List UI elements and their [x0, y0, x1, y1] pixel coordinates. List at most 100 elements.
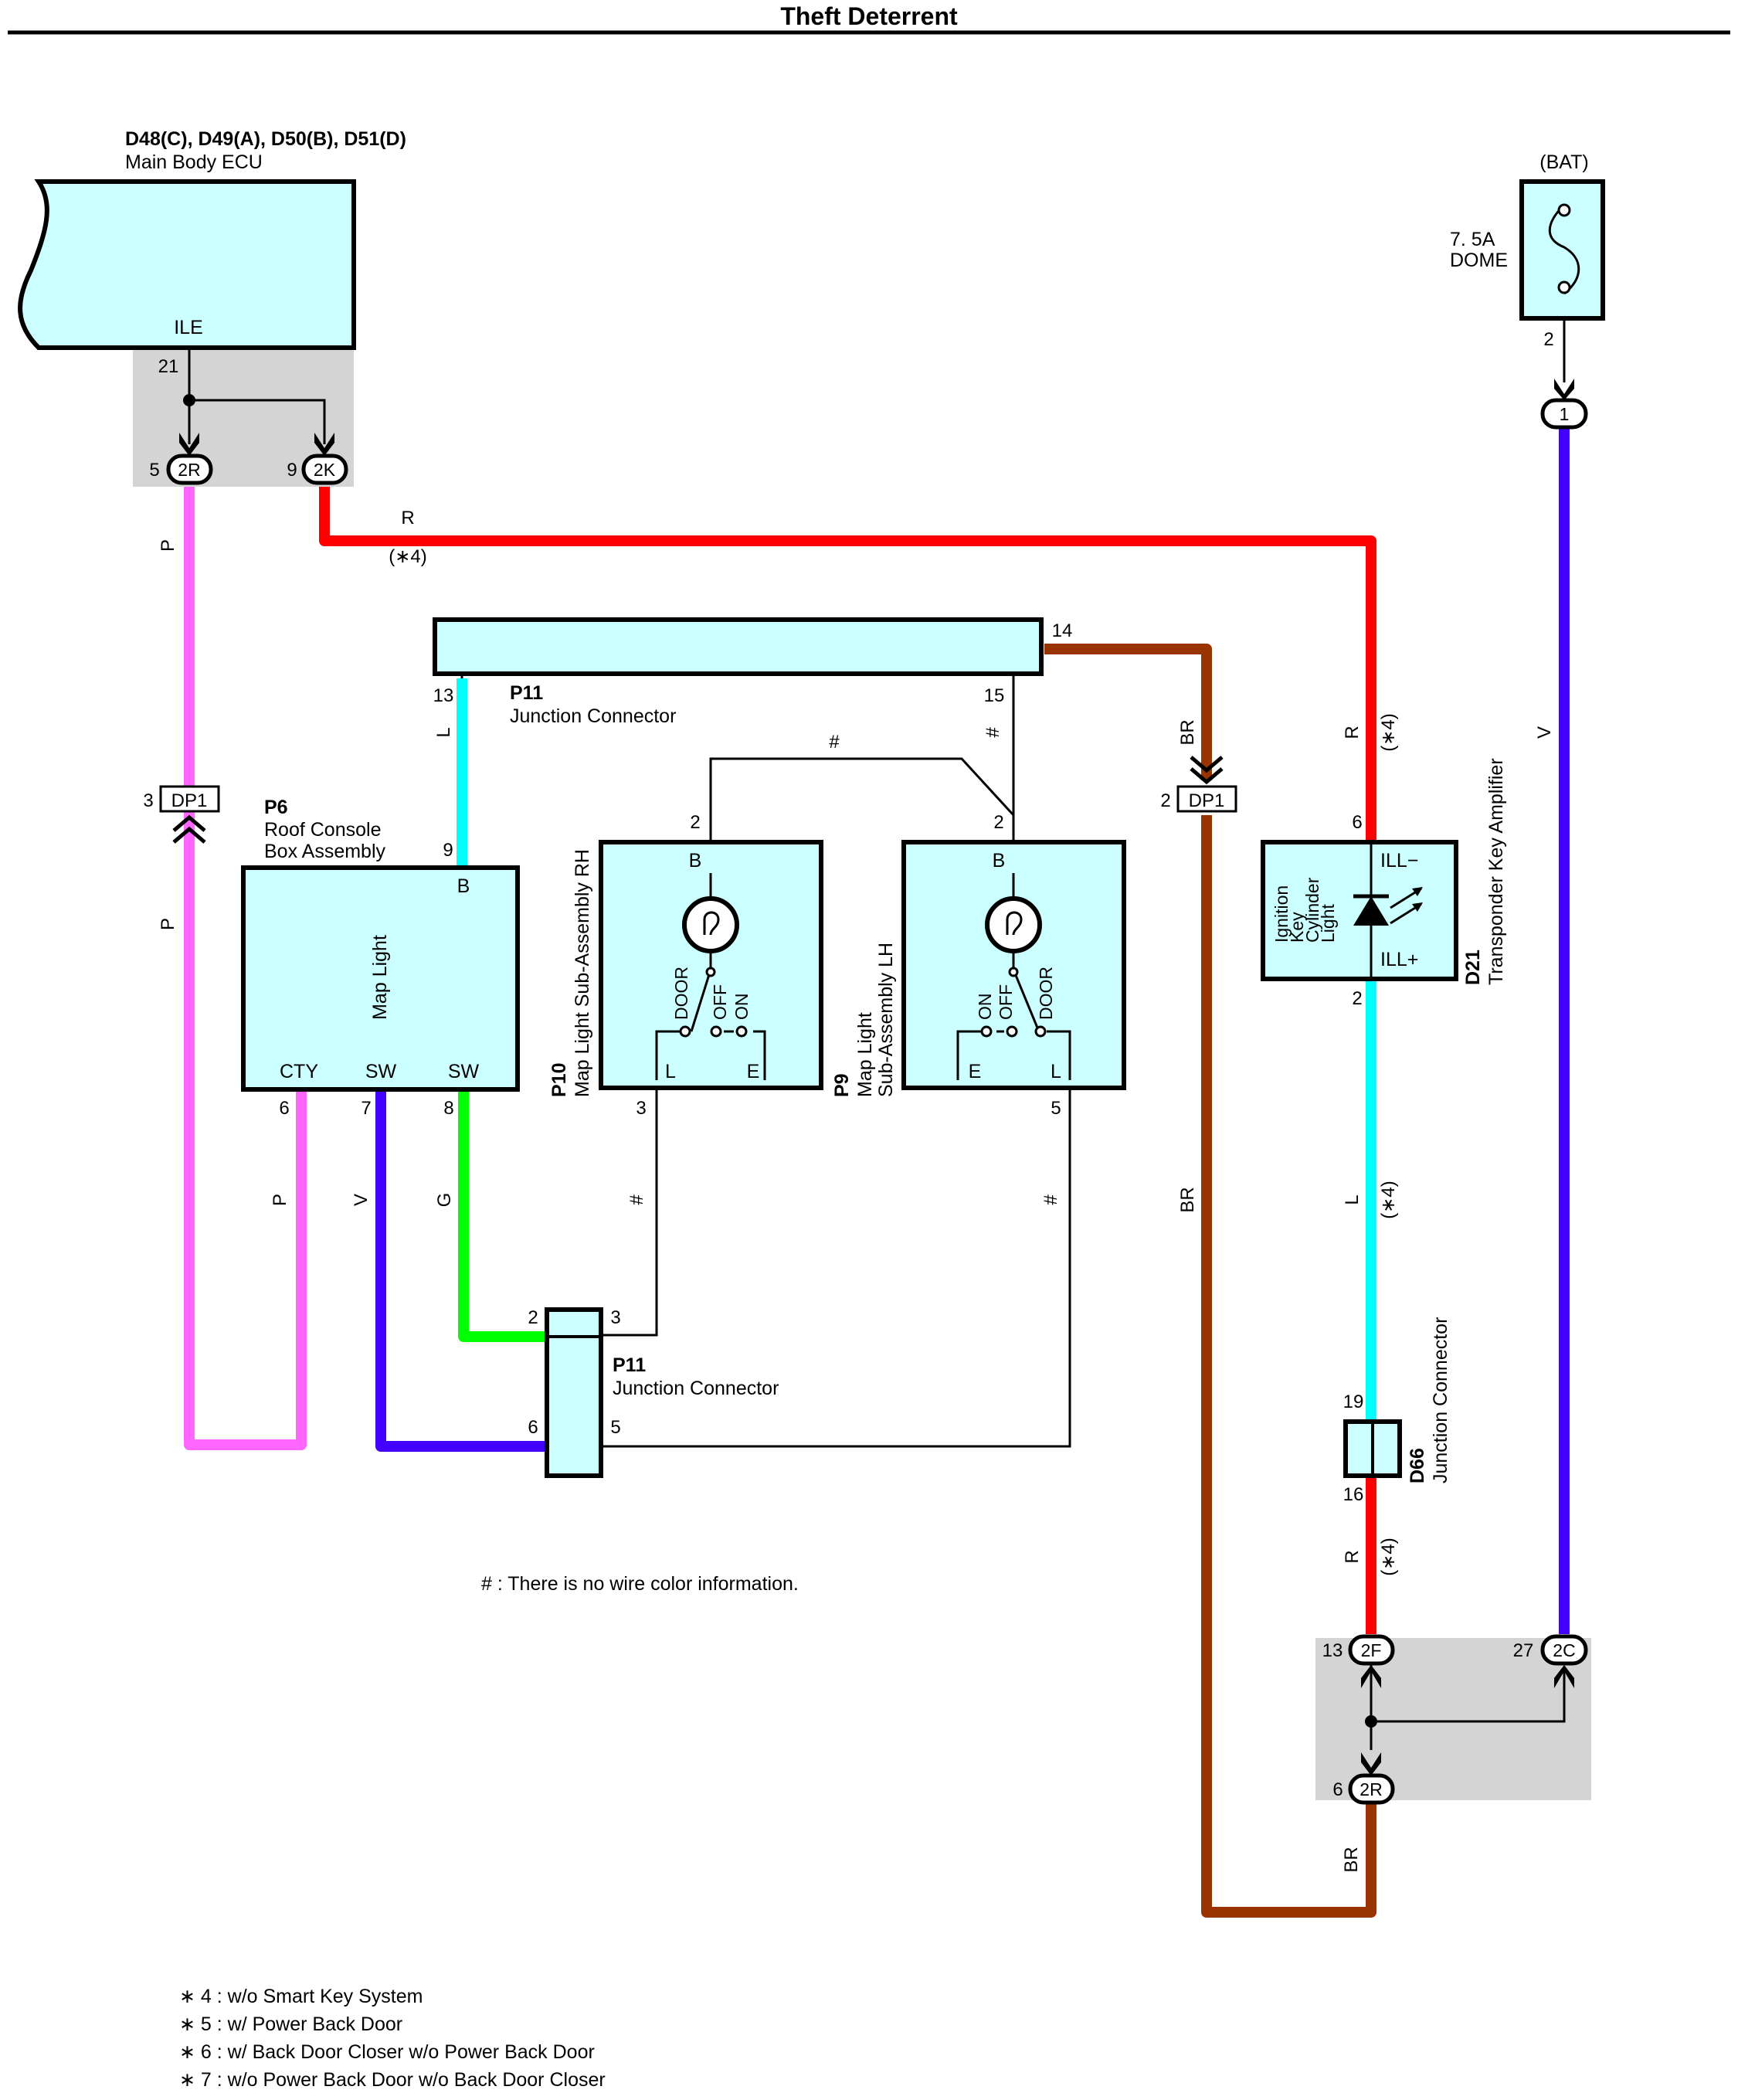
footnote-7: ∗ 7 : w/o Power Back Door w/o Back Door …	[179, 2069, 606, 2091]
c2c-arrow	[1554, 1665, 1574, 1688]
p10-name: Map Light Sub-Assembly RH	[572, 849, 593, 1097]
p10-pin-2: 2	[690, 812, 700, 833]
p11-bottom-connector	[545, 1307, 603, 1478]
p9-switch-door-label: DOOR	[1036, 967, 1056, 1020]
p10-label-e: E	[747, 1061, 760, 1082]
wire-label-g: G	[434, 1193, 455, 1208]
d66-code: D66	[1407, 1448, 1428, 1483]
p10-bulb-filament	[703, 911, 720, 936]
fuse-amp: 7. 5A	[1450, 229, 1495, 250]
p6-pin-8: 8	[443, 1098, 453, 1119]
p9-label-e: E	[969, 1061, 982, 1082]
connector-2c-pin: 27	[1513, 1640, 1534, 1661]
p11-bottom-name: Junction Connector	[613, 1378, 779, 1399]
wire-label-br: BR	[1341, 1847, 1362, 1872]
d21-inner-4: Light	[1318, 904, 1338, 943]
p9-switch-on-label: ON	[975, 994, 995, 1021]
connector-2r-top	[166, 454, 213, 485]
p10-switch-door-label: DOOR	[671, 967, 691, 1020]
p11b-pin-6: 6	[528, 1417, 538, 1438]
wire-label-hash: #	[626, 1194, 647, 1205]
c2r-bottom-arrow	[1361, 1752, 1381, 1775]
d21-inner-3: Cylinder	[1302, 877, 1322, 943]
p9-switch-pivot	[1008, 967, 1019, 977]
wire-label-p: P	[158, 918, 178, 930]
p9-pin-5: 5	[1051, 1098, 1061, 1119]
fuse-name: DOME	[1450, 250, 1508, 271]
wire-r-top	[319, 487, 1376, 840]
p6-roof-console	[241, 865, 520, 1092]
led-icon	[1353, 896, 1389, 926]
wire-note-4: (∗4)	[1378, 713, 1399, 751]
wire-note-4: (∗4)	[1378, 1538, 1399, 1575]
p9-name2: Sub-Assembly LH	[875, 943, 897, 1097]
dp1-right-chevrons	[1190, 756, 1224, 785]
c2f-arrow	[1361, 1665, 1381, 1688]
connector-2f	[1348, 1634, 1395, 1666]
connector-dp1-right-label: DP1	[1189, 790, 1225, 811]
splice-dot	[183, 394, 195, 406]
p10-switch-door	[679, 1025, 691, 1038]
footnote-5: ∗ 5 : w/ Power Back Door	[179, 2013, 402, 2035]
connector-dp1-left-label: DP1	[171, 790, 208, 811]
d21-ill-plus: ILL+	[1380, 949, 1418, 970]
bottom-splice-wire	[1370, 1665, 1566, 1750]
p6-pin-9: 9	[443, 840, 453, 861]
wire-hash-p10	[597, 1088, 658, 1337]
fuse-terminal	[1557, 280, 1571, 294]
wire-hash-top	[709, 757, 1015, 842]
wire-label-v: V	[351, 1194, 372, 1206]
connector-2r-top-label: 2R	[178, 460, 200, 480]
wire-label-p: P	[158, 539, 178, 552]
wire-hash-p9	[597, 1088, 1071, 1448]
wire-label-p: P	[270, 1194, 290, 1206]
p10-switch-off	[710, 1025, 722, 1038]
p9-bulb-icon	[985, 896, 1042, 953]
p9-switch-on	[980, 1025, 993, 1038]
wire-note-4: (∗4)	[389, 546, 426, 567]
wire-label-v: V	[1534, 726, 1555, 739]
main-body-ecu	[18, 179, 356, 350]
ecu-name: Main Body ECU	[125, 151, 263, 173]
wire-label-r: R	[401, 508, 414, 528]
wire-label-l: L	[433, 727, 454, 737]
p11-pin-14: 14	[1052, 620, 1073, 641]
wire-v-p6	[375, 1089, 547, 1452]
led-arrow-heads	[1412, 887, 1423, 912]
ecu-pin-21: 21	[158, 356, 179, 377]
p9-name1: Map Light	[854, 1012, 876, 1097]
connector-2f-pin: 13	[1322, 1640, 1343, 1661]
d21-pin-6: 6	[1352, 812, 1362, 833]
p10-label-b: B	[689, 850, 702, 872]
p6-code: P6	[264, 797, 288, 818]
p11-pin-15: 15	[984, 685, 1005, 706]
p11b-pin-2: 2	[528, 1307, 538, 1328]
d21-inner-2: Key	[1287, 912, 1307, 943]
d21-code: D21	[1462, 950, 1484, 985]
connector-dp1-right	[1176, 785, 1237, 813]
p10-switch-on	[735, 1025, 748, 1038]
d21-name: Transponder Key Amplifier	[1485, 758, 1507, 985]
wire-note-4: (∗4)	[1378, 1181, 1399, 1218]
wire-label-hash: #	[1040, 1194, 1061, 1205]
connector-2k-pin: 9	[287, 460, 297, 481]
footnote-6: ∗ 6 : w/ Back Door Closer w/o Power Back…	[179, 2041, 595, 2063]
dp1-left-chevrons	[172, 814, 206, 844]
p10-switch-on-label: ON	[732, 994, 752, 1021]
p10-switch-pivot	[705, 967, 716, 977]
d21-inner-1: Ignition	[1271, 885, 1292, 943]
p11-top-connector	[433, 617, 1044, 676]
connector-2r-bottom	[1348, 1773, 1395, 1805]
wire-label-r: R	[1342, 1550, 1363, 1563]
ecu-ile-label: ILE	[174, 317, 203, 338]
wire-label-l: L	[1342, 1194, 1363, 1205]
p6-label-cty: CTY	[280, 1061, 318, 1082]
connector-dp1-left-pin: 3	[143, 790, 153, 811]
c2k-arrow	[314, 433, 334, 456]
bat-pin-2: 2	[1543, 329, 1553, 350]
p6-label-sw2: SW	[448, 1061, 480, 1082]
p11-bottom-code: P11	[613, 1354, 646, 1376]
wire-label-r: R	[1342, 725, 1363, 739]
p9-switch-door	[1034, 1025, 1047, 1038]
